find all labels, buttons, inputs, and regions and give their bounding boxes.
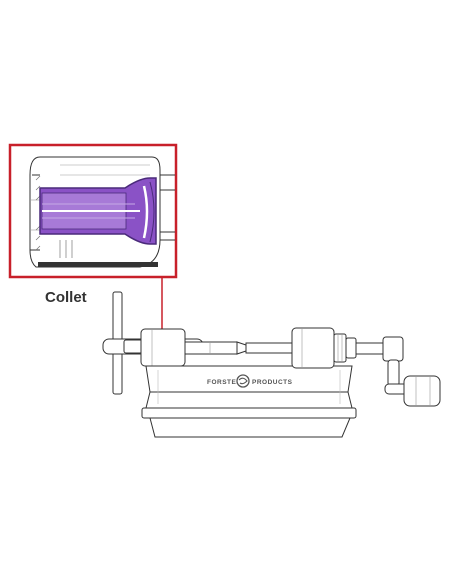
callout-label: Collet xyxy=(45,289,87,306)
crank-knob xyxy=(403,375,441,407)
brand-logo: FORSTER PRODUCTS xyxy=(207,374,293,388)
crank-head xyxy=(382,336,404,362)
trimmer-base xyxy=(141,365,357,438)
collet-detail-inset xyxy=(8,143,178,279)
case-trimmer-assembly xyxy=(102,291,441,438)
housing-base-strip xyxy=(38,262,158,267)
collet-housing xyxy=(140,328,186,367)
circular-swoosh-logo-icon xyxy=(236,374,250,388)
crank-arm xyxy=(387,359,400,387)
brand-left-word: FORSTER xyxy=(207,379,242,386)
thread-hatching xyxy=(35,175,73,258)
cutter-housing xyxy=(291,327,335,369)
collet-highlight xyxy=(39,177,157,245)
shaft-center xyxy=(184,341,238,355)
brand-right-word: PRODUCTS xyxy=(252,379,293,386)
